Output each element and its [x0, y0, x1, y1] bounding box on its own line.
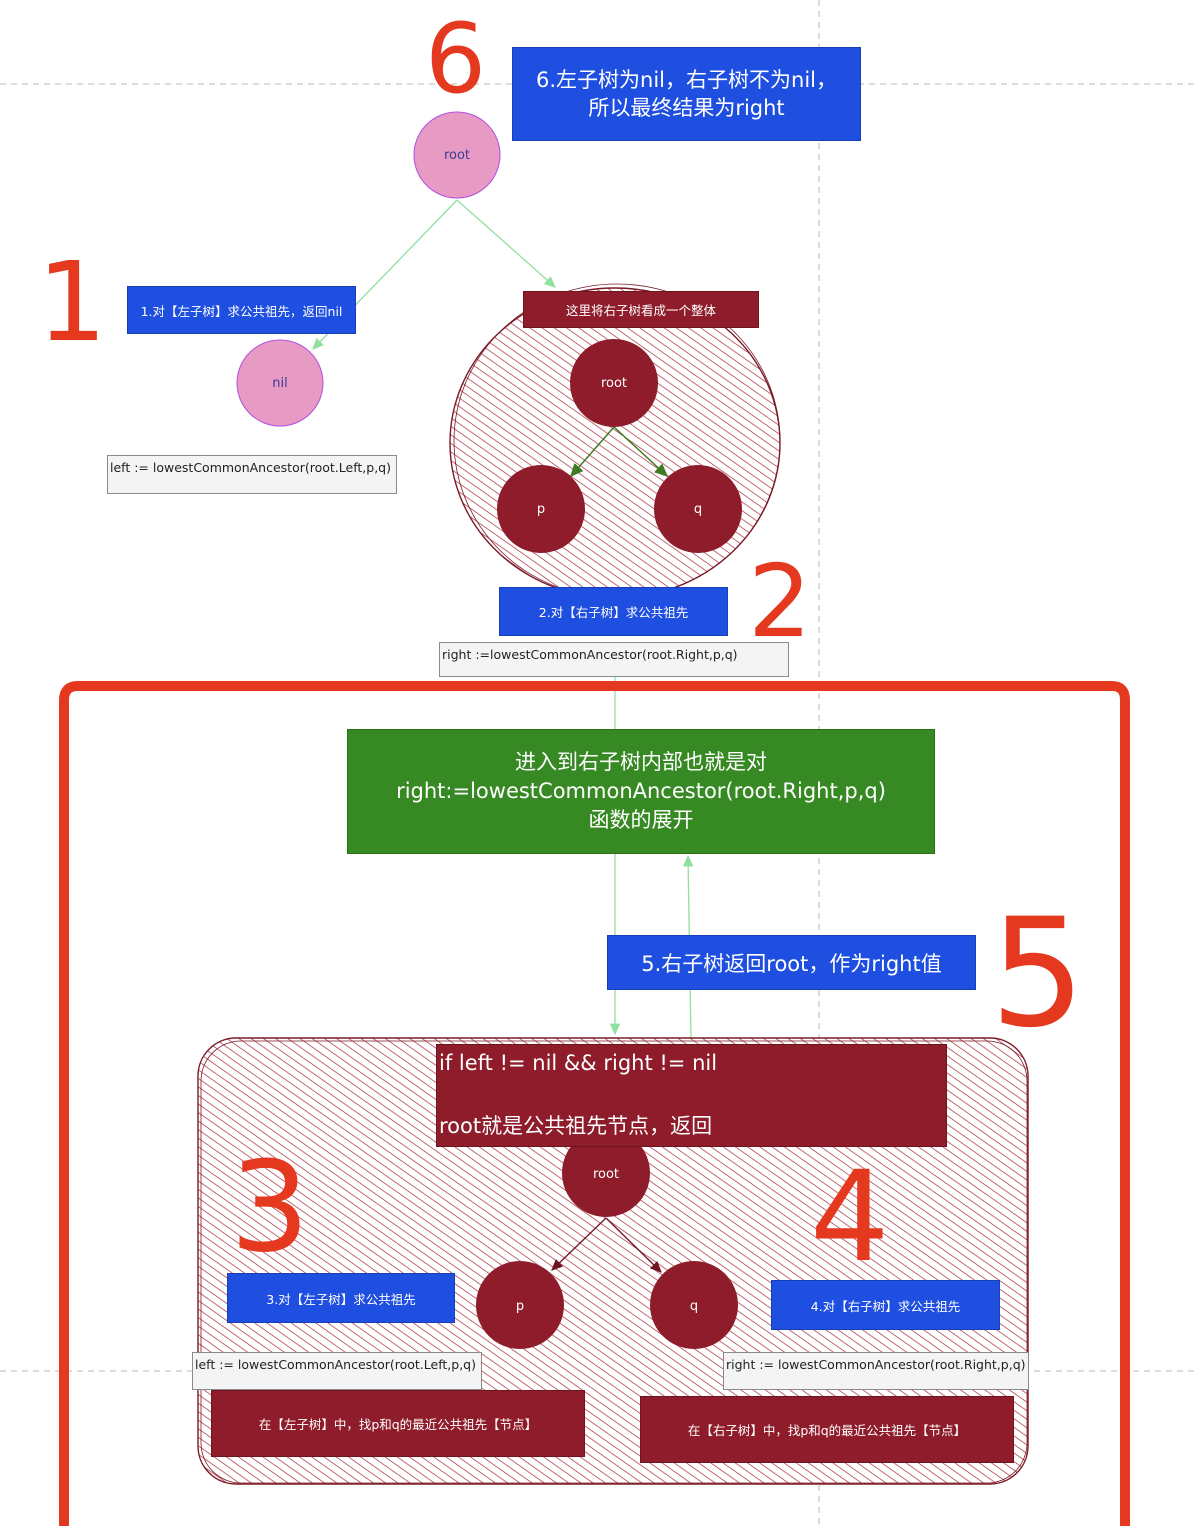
left-code-box: left := lowestCommonAncestor(root.Left,p… [107, 455, 397, 494]
expanded-root-node [562, 1129, 650, 1217]
left-find-text: 在【左子树】中，找p和q的最近公共祖先【节点】 [258, 1417, 538, 1432]
step5-box: 5.右子树返回root，作为right值 [607, 935, 976, 990]
left-code-text: left := lowestCommonAncestor(root.Left,p… [110, 460, 391, 475]
expanded-p-label: p [516, 1299, 524, 1314]
expanded-q-label: q [690, 1299, 698, 1314]
expand-note-line3: 函数的展开 [588, 808, 694, 832]
right-find-box: 在【右子树】中，找p和q的最近公共祖先【节点】 [640, 1396, 1014, 1463]
expand-note-line1: 进入到右子树内部也就是对 [515, 750, 767, 774]
step6-line2: 所以最终结果为right [588, 96, 785, 120]
step1-box: 1.对【左子树】求公共祖先，返回nil [127, 286, 356, 334]
left-find-box: 在【左子树】中，找p和q的最近公共祖先【节点】 [211, 1390, 585, 1457]
step3-text: 3.对【左子树】求公共祖先 [266, 1291, 416, 1307]
step4-box: 4.对【右子树】求公共祖先 [771, 1280, 1000, 1330]
inner-q-label: q [694, 502, 702, 517]
step-number-6: 6 [425, 3, 486, 115]
right-find-text: 在【右子树】中，找p和q的最近公共祖先【节点】 [687, 1423, 967, 1438]
expand-note-box: 进入到右子树内部也就是对 right:=lowestCommonAncestor… [347, 729, 935, 854]
inner-p-node [497, 465, 585, 553]
edge-root-to-right-subtree [456, 199, 556, 288]
inner-right-code-box: right := lowestCommonAncestor(root.Right… [723, 1352, 1029, 1390]
inner-root-node [570, 339, 658, 427]
edge-inner-root-to-p [570, 426, 615, 478]
inner-root-label: root [601, 376, 627, 391]
step5-text: 5.右子树返回root，作为right值 [641, 951, 942, 976]
step6-line1: 6.左子树为nil，右子树不为nil， [536, 68, 837, 92]
top-root-label: root [444, 148, 470, 163]
inner-left-code-box: left := lowestCommonAncestor(root.Left,p… [192, 1352, 482, 1390]
expanded-root-label: root [593, 1167, 619, 1182]
expanded-p-node [476, 1261, 564, 1349]
step2-box: 2.对【右子树】求公共祖先 [499, 587, 728, 636]
step2-text: 2.对【右子树】求公共祖先 [538, 605, 689, 620]
inner-right-code-text: right := lowestCommonAncestor(root.Right… [726, 1357, 1026, 1372]
inner-q-node [654, 465, 742, 553]
right-code-box: right :=lowestCommonAncestor(root.Right,… [439, 642, 789, 677]
right-subtree-whole [449, 287, 781, 599]
step-number-2: 2 [748, 543, 812, 660]
step-number-4: 4 [810, 1145, 890, 1290]
step6-box: 6.左子树为nil，右子树不为nil， 所以最终结果为right [512, 47, 861, 141]
right-whole-note: 这里将右子树看成一个整体 [523, 291, 759, 328]
right-whole-note-text: 这里将右子树看成一个整体 [565, 303, 716, 318]
inner-p-label: p [537, 502, 545, 517]
expanded-q-node [650, 1261, 738, 1349]
edge-inner-root-to-q [613, 426, 669, 478]
step3-box: 3.对【左子树】求公共祖先 [227, 1273, 455, 1323]
step4-text: 4.对【右子树】求公共祖先 [810, 1298, 961, 1314]
inner-left-code-text: left := lowestCommonAncestor(root.Left,p… [195, 1357, 476, 1372]
top-root-node [413, 111, 501, 199]
step-number-3: 3 [230, 1135, 310, 1280]
condition-line2: root就是公共祖先节点，返回 [439, 1114, 713, 1138]
step-number-5: 5 [990, 887, 1085, 1061]
nil-node [236, 339, 324, 427]
inner-expanded-subtree-sketch [200, 1040, 1028, 1484]
nil-label: nil [272, 376, 287, 391]
right-code-text: right :=lowestCommonAncestor(root.Right,… [442, 647, 738, 662]
step-number-1: 1 [37, 238, 107, 366]
expansion-outline [59, 681, 1130, 1526]
condition-line1: if left != nil && right != nil [439, 1051, 718, 1075]
expand-note-line2: right:=lowestCommonAncestor(root.Right,p… [396, 779, 886, 803]
step1-text: 1.对【左子树】求公共祖先，返回nil [140, 303, 343, 319]
condition-box: if left != nil && right != nil root就是公共祖… [436, 1044, 947, 1147]
edge-expanded-root-to-q [605, 1217, 662, 1273]
edge-expanded-root-to-p [551, 1217, 607, 1271]
